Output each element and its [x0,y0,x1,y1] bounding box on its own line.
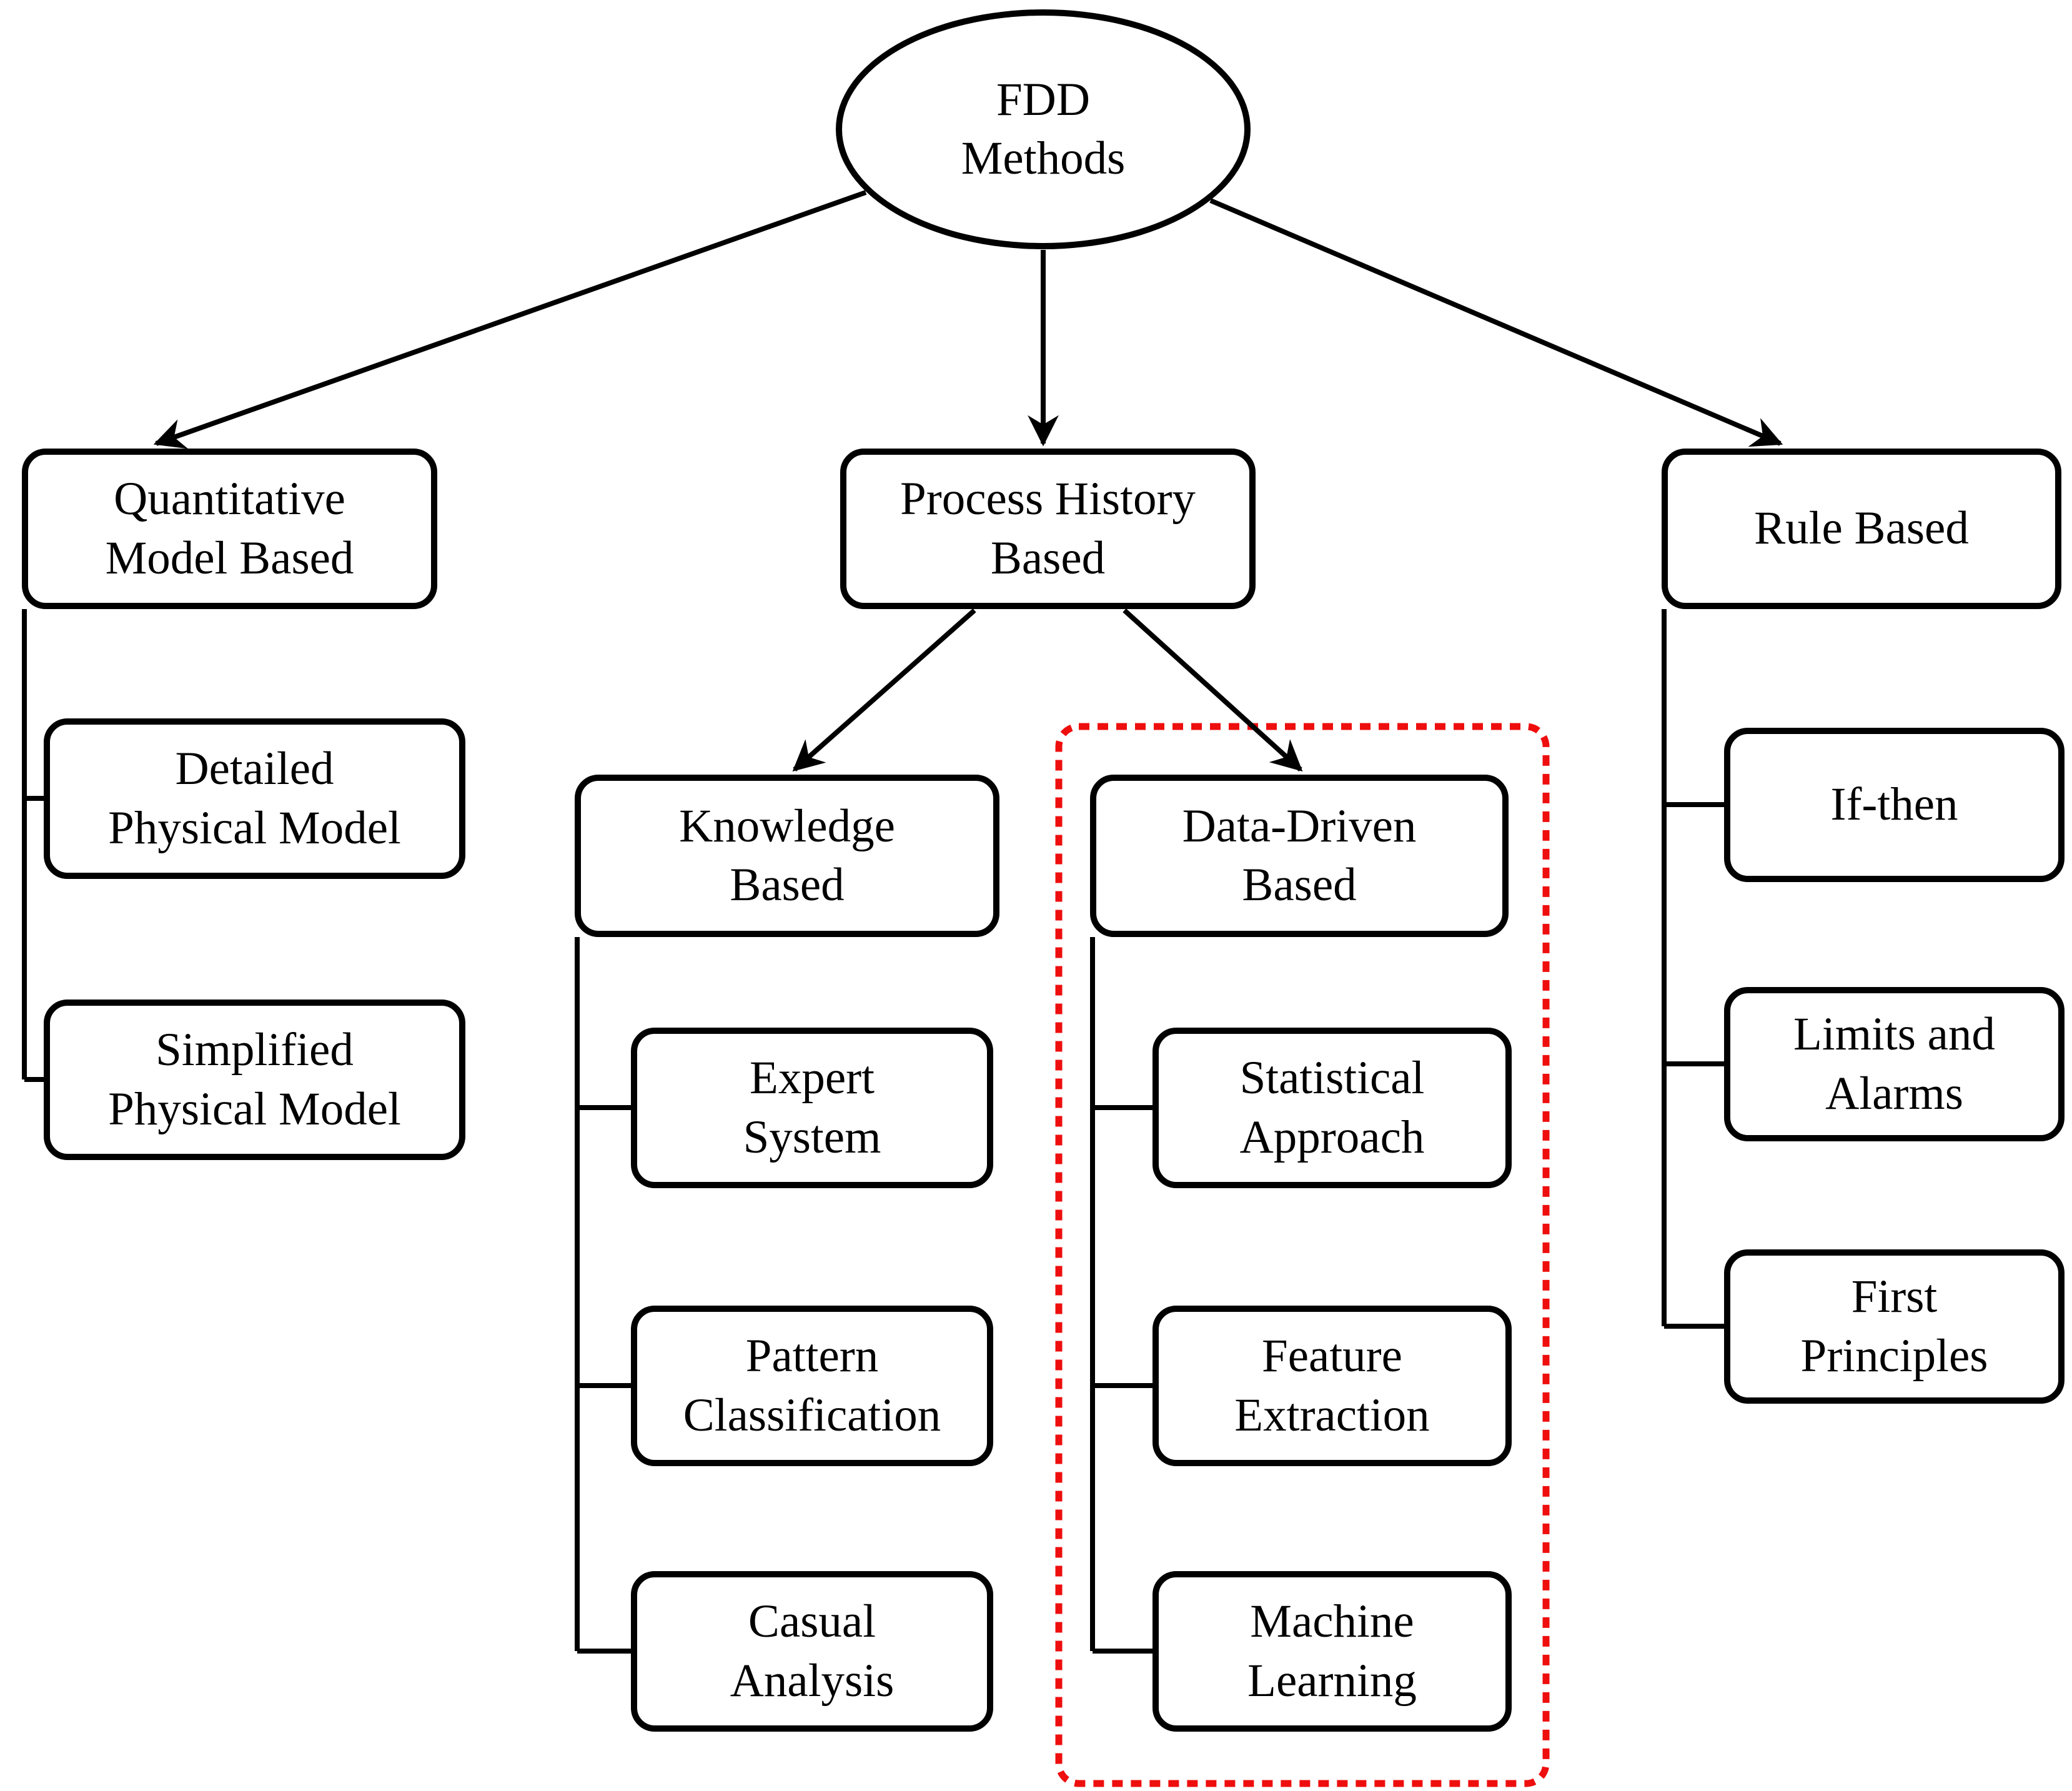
node-process-history-based: Process History Based [840,449,1256,609]
node-label-line: If-then [1830,778,1958,831]
node-label-line: Rule Based [1754,502,1969,555]
node-label-line: Expert [750,1052,875,1104]
node-feature-extraction: Feature Extraction [1152,1306,1512,1466]
node-label-line: Quantitative [114,473,345,525]
node-label-line: Knowledge [679,800,895,852]
node-rule-based: Rule Based [1662,449,2061,609]
node-label-line: Based [990,532,1106,584]
node-label-line: Pattern [745,1330,879,1382]
node-first-principles: First Principles [1724,1249,2065,1404]
node-label-line: Process History [900,473,1196,525]
node-label-line: Data-Driven [1182,800,1417,852]
node-expert-system: Expert System [631,1028,993,1188]
node-label-line: Casual [748,1595,876,1647]
node-label-line: Machine [1250,1595,1414,1647]
node-label-line: Based [730,859,845,911]
node-label-line: First [1851,1271,1938,1322]
node-statistical-approach: Statistical Approach [1152,1028,1512,1188]
node-detailed-physical-model: Detailed Physical Model [44,718,465,879]
node-knowledge-based: Knowledge Based [575,775,999,937]
node-label-line: Statistical [1239,1052,1425,1104]
node-data-driven-based: Data-Driven Based [1090,775,1509,937]
node-label-line: Learning [1247,1654,1417,1707]
node-fdd-methods: FDD Methods [836,9,1251,249]
node-if-then: If-then [1724,728,2065,882]
node-label-line: Classification [683,1389,941,1441]
node-label-line: Methods [961,132,1126,184]
node-label-line: Physical Model [108,801,401,854]
node-label-line: Model Based [105,532,354,584]
node-simplified-physical-model: Simplified Physical Model [44,1000,465,1160]
node-pattern-classification: Pattern Classification [631,1306,993,1466]
node-label-line: Approach [1239,1111,1425,1163]
node-limits-and-alarms: Limits and Alarms [1724,987,2065,1141]
node-quantitative-model-based: Quantitative Model Based [22,449,437,609]
node-label-line: Detailed [175,743,334,795]
node-label-line: Analysis [730,1654,895,1707]
node-label-line: Limits and [1793,1008,1995,1060]
edge-root-to-quantitative-arrow [153,190,867,449]
node-label-line: FDD [996,73,1091,126]
node-label-line: Based [1242,859,1357,911]
edge-root-to-rule-based-arrow [1209,198,1783,447]
node-label-line: Alarms [1825,1067,1963,1119]
edge-process-history-to-data-driven-arrow [1123,608,1303,772]
highlight-box-data-driven [1055,723,1550,1787]
node-machine-learning: Machine Learning [1152,1571,1512,1732]
node-label-line: Extraction [1234,1389,1430,1441]
node-label-line: System [743,1111,881,1163]
node-label-line: Principles [1800,1329,1988,1382]
node-label-line: Simplified [156,1024,354,1076]
node-label-line: Physical Model [108,1083,401,1135]
node-label-line: Feature [1262,1330,1402,1382]
edge-process-history-to-knowledge-arrow [792,608,976,772]
node-casual-analysis: Casual Analysis [631,1571,993,1732]
